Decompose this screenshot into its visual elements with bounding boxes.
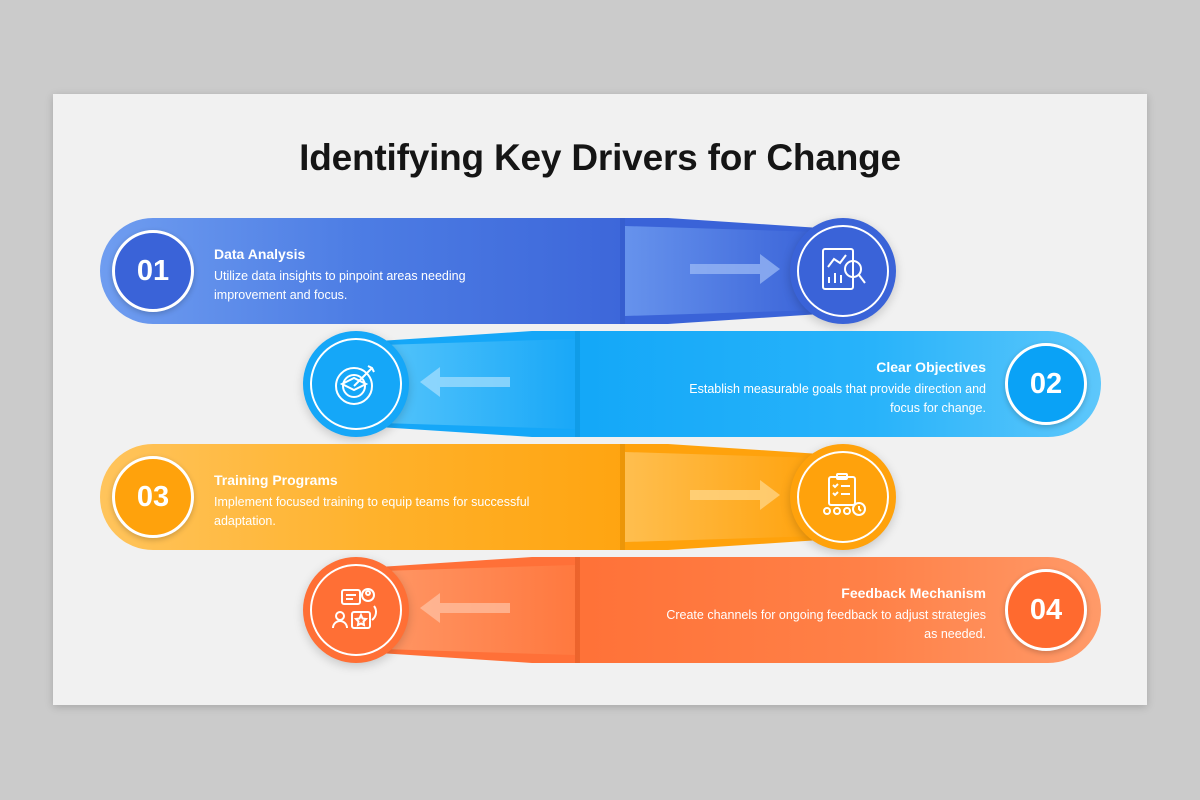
step-description-line2: focus for change. bbox=[890, 401, 986, 415]
step-04-arrow-ribbon bbox=[380, 557, 580, 663]
step-number: 01 bbox=[136, 254, 170, 287]
step-03-text: Training Programs Implement focused trai… bbox=[214, 472, 574, 531]
right-arrow-icon bbox=[690, 254, 780, 284]
step-description-line2: as needed. bbox=[924, 627, 986, 641]
step-description-line1: Create channels for ongoing feedback to … bbox=[666, 608, 986, 622]
step-description-line1: Utilize data insights to pinpoint areas … bbox=[214, 269, 466, 283]
step-02-arrow-ribbon bbox=[380, 331, 580, 437]
step-number: 02 bbox=[1029, 367, 1063, 400]
step-03-band bbox=[100, 444, 668, 550]
step-description-line2: adaptation. bbox=[214, 514, 276, 528]
page-title: Identifying Key Drivers for Change bbox=[299, 137, 901, 178]
step-01-number-badge: 01 bbox=[112, 230, 194, 312]
step-description-line1: Establish measurable goals that provide … bbox=[689, 382, 986, 396]
step-01-text: Data Analysis Utilize data insights to p… bbox=[214, 246, 534, 305]
feedback-icon bbox=[332, 588, 377, 629]
right-arrow-icon bbox=[690, 480, 780, 510]
step-number: 04 bbox=[1029, 593, 1063, 626]
step-03-number-badge: 03 bbox=[112, 456, 194, 538]
step-description-line1: Implement focused training to equip team… bbox=[214, 495, 530, 509]
step-03-icon-badge bbox=[790, 444, 896, 550]
step-description-line2: improvement and focus. bbox=[214, 288, 348, 302]
step-01-band bbox=[100, 218, 668, 324]
step-heading: Training Programs bbox=[214, 472, 338, 488]
step-number: 03 bbox=[136, 480, 170, 513]
step-01-arrow-ribbon bbox=[620, 218, 820, 324]
step-heading: Feedback Mechanism bbox=[841, 585, 986, 601]
training-icon bbox=[823, 473, 866, 516]
step-04-text: Feedback Mechanism Create channels for o… bbox=[646, 585, 986, 644]
step-02-icon-badge bbox=[303, 331, 409, 437]
data-analysis-icon bbox=[822, 248, 866, 290]
step-02-text: Clear Objectives Establish measurable go… bbox=[646, 359, 986, 418]
step-04-icon-badge bbox=[303, 557, 409, 663]
step-04-number-badge: 04 bbox=[1005, 569, 1087, 651]
left-arrow-icon bbox=[420, 367, 510, 397]
step-heading: Clear Objectives bbox=[876, 359, 986, 375]
left-arrow-icon bbox=[420, 593, 510, 623]
step-heading: Data Analysis bbox=[214, 246, 306, 262]
step-02-number-badge: 02 bbox=[1005, 343, 1087, 425]
step-01-icon-badge bbox=[790, 218, 896, 324]
step-03-arrow-ribbon bbox=[620, 444, 820, 550]
target-icon bbox=[335, 365, 375, 405]
